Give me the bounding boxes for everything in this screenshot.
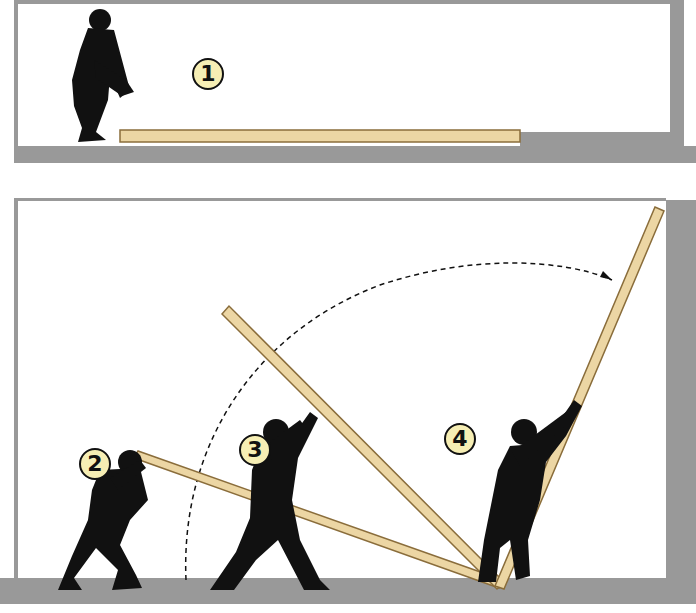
callout-number: 4 <box>444 423 476 455</box>
room-top <box>14 0 696 163</box>
worker-silhouette <box>72 9 134 142</box>
room-bottom <box>0 198 696 604</box>
callout-number: 2 <box>79 448 111 480</box>
callout-number: 1 <box>192 58 224 90</box>
callout-number: 3 <box>239 434 271 466</box>
arc-arrowhead <box>600 271 612 280</box>
worker-silhouette <box>210 412 330 590</box>
worker-silhouette <box>478 400 582 582</box>
ladder-boards <box>134 207 664 589</box>
